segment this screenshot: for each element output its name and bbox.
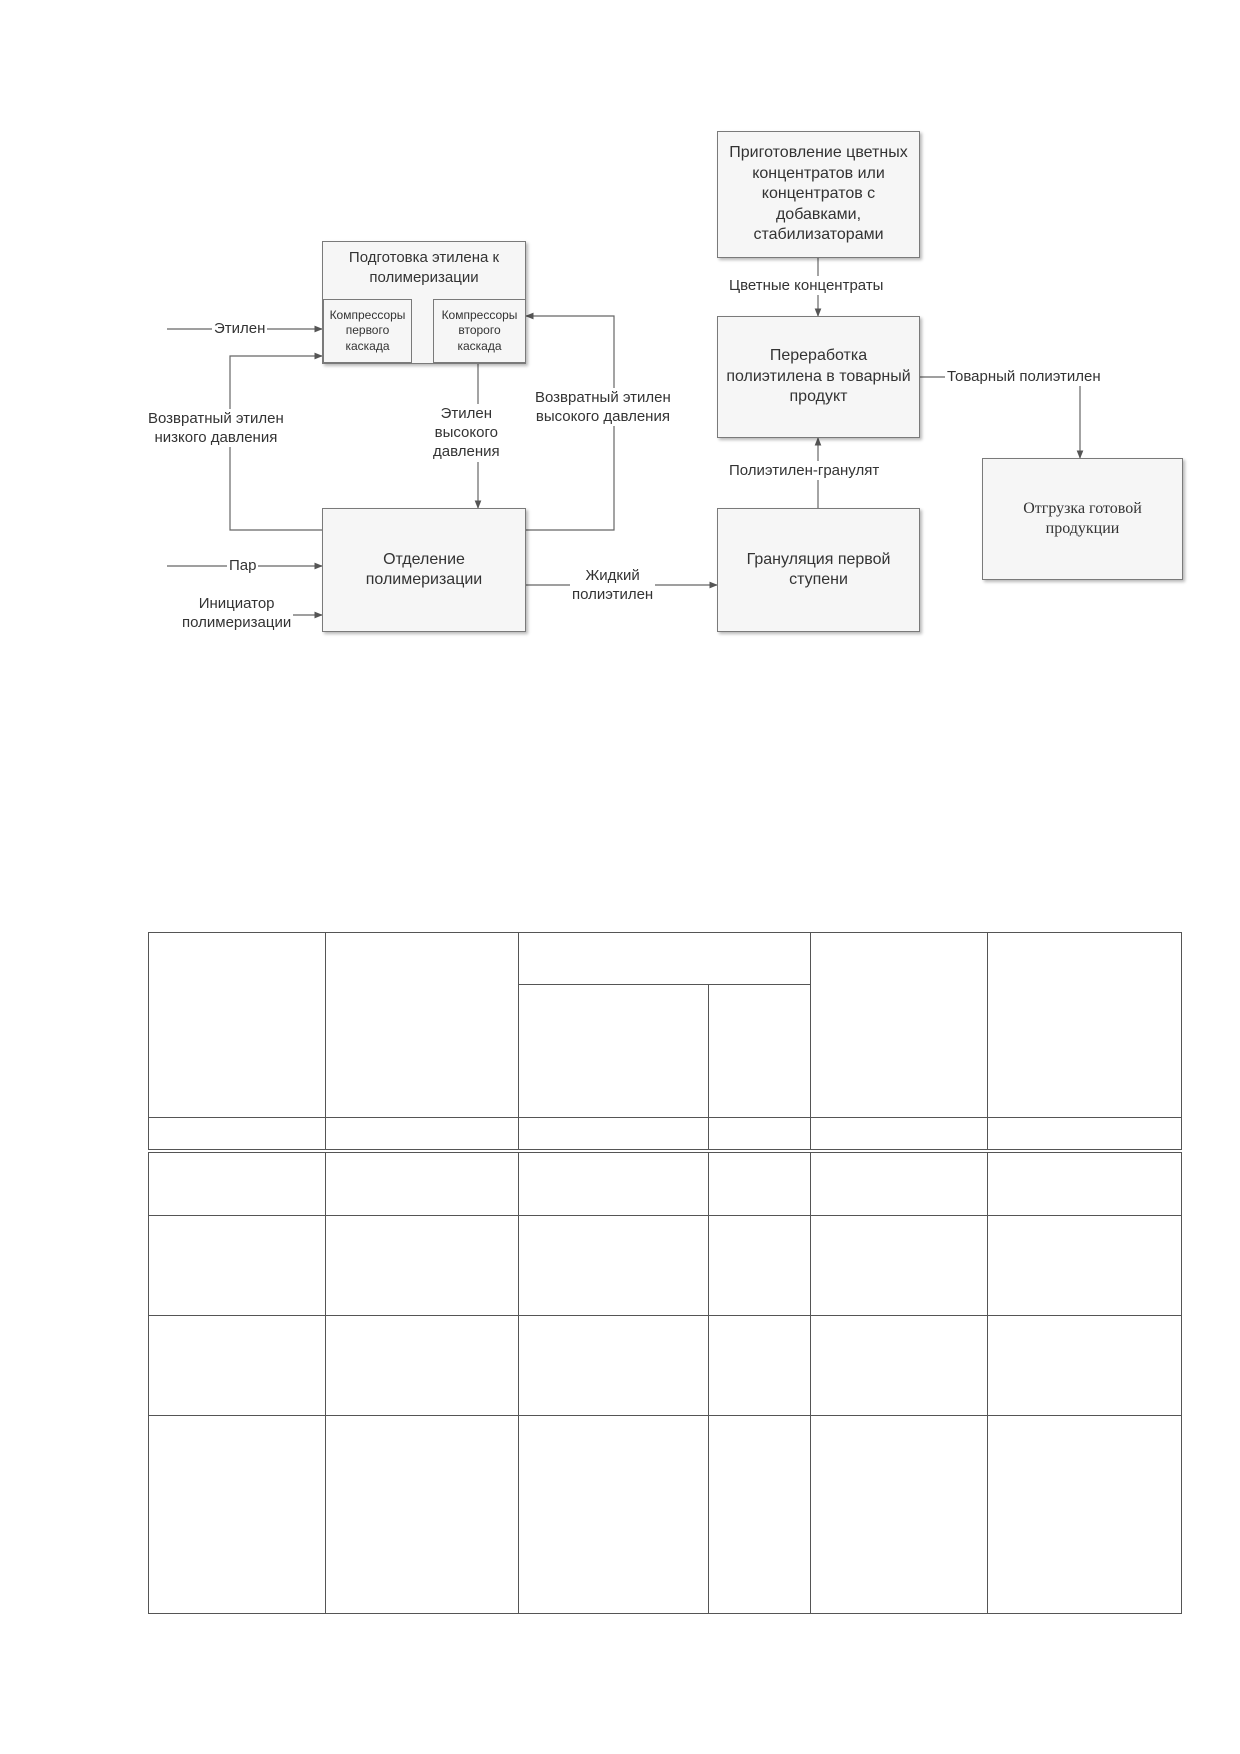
table-cell bbox=[325, 932, 519, 1118]
table-cell bbox=[987, 1117, 1182, 1153]
arrow-commercial-pe bbox=[920, 376, 1084, 459]
table-cell bbox=[518, 1117, 709, 1153]
table-row bbox=[148, 1150, 1182, 1216]
compressors-second-cascade-label: Компрессоры второго каскада bbox=[441, 307, 518, 353]
table-cell bbox=[325, 1315, 519, 1416]
granulation-box: Грануляция первой ступени bbox=[717, 508, 920, 632]
label-high-pressure-ethylene: Этилен высокого давления bbox=[431, 404, 502, 462]
table-cell bbox=[518, 1150, 709, 1216]
polymerization-unit-box: Отделение полимеризации bbox=[322, 508, 526, 632]
table-cell bbox=[987, 1215, 1182, 1316]
table-cell bbox=[148, 1215, 326, 1316]
table-cell bbox=[708, 1315, 811, 1416]
table-row bbox=[148, 1117, 1182, 1153]
table-cell bbox=[987, 1150, 1182, 1216]
label-color-concentrates: Цветные концентраты bbox=[727, 276, 886, 296]
table-cell bbox=[325, 1150, 519, 1216]
table-cell bbox=[810, 932, 988, 1118]
table-cell bbox=[810, 1215, 988, 1316]
table-row bbox=[148, 1215, 1182, 1316]
table-cell bbox=[148, 1315, 326, 1416]
table-row bbox=[148, 1315, 1182, 1416]
table-cell bbox=[987, 1415, 1182, 1614]
concentrates-preparation-label: Приготовление цветных концентратов или к… bbox=[729, 144, 908, 244]
shipping-label: Отгрузка готовой продукции bbox=[1023, 499, 1142, 537]
pe-processing-box: Переработка полиэтилена в товарный проду… bbox=[717, 316, 920, 438]
label-high-pressure-return: Возвратный этилен высокого давления bbox=[533, 388, 673, 427]
table-cell bbox=[987, 1315, 1182, 1416]
table-cell bbox=[518, 984, 709, 1118]
shipping-box: Отгрузка готовой продукции bbox=[982, 458, 1183, 580]
label-ethylene: Этилен bbox=[212, 319, 268, 339]
table-cell bbox=[708, 1215, 811, 1316]
table-cell bbox=[148, 932, 326, 1118]
table-header-row bbox=[148, 932, 1182, 1118]
empty-table bbox=[148, 932, 1182, 1614]
table-cell bbox=[708, 1415, 811, 1614]
table-cell bbox=[810, 1150, 988, 1216]
ethylene-preparation-title: Подготовка этилена к полимеризации bbox=[348, 249, 500, 286]
compressors-first-cascade-label: Компрессоры первого каскада bbox=[329, 307, 406, 353]
table-cell bbox=[810, 1415, 988, 1614]
label-steam: Пар bbox=[227, 556, 259, 576]
table-cell bbox=[325, 1215, 519, 1316]
table-cell bbox=[518, 1415, 709, 1614]
polymerization-unit-label: Отделение полимеризации bbox=[365, 550, 483, 588]
table-cell bbox=[708, 1117, 811, 1153]
concentrates-preparation-box: Приготовление цветных концентратов или к… bbox=[717, 131, 920, 258]
table-cell bbox=[148, 1415, 326, 1614]
label-low-pressure-return: Возвратный этилен низкого давления bbox=[146, 409, 286, 448]
label-initiator: Инициатор полимеризации bbox=[180, 594, 294, 633]
table-cell bbox=[518, 1215, 709, 1316]
table-cell bbox=[325, 1415, 519, 1614]
granulation-label: Грануляция первой ступени bbox=[746, 550, 891, 588]
table-cell bbox=[518, 932, 811, 985]
table-header-row bbox=[149, 984, 1182, 1118]
compressors-second-cascade-box: Компрессоры второго каскада bbox=[433, 299, 526, 363]
label-commercial-pe: Товарный полиэтилен bbox=[945, 367, 1103, 387]
table-cell bbox=[708, 1150, 811, 1216]
table-cell bbox=[810, 1117, 988, 1153]
table-cell bbox=[148, 1150, 326, 1216]
pe-processing-label: Переработка полиэтилена в товарный проду… bbox=[726, 347, 911, 406]
table-cell bbox=[708, 984, 811, 1118]
ethylene-preparation-box: Подготовка этилена к полимеризации Компр… bbox=[322, 241, 526, 364]
label-pe-granulate: Полиэтилен-гранулят bbox=[727, 461, 882, 481]
table-cell bbox=[810, 1315, 988, 1416]
table-cell bbox=[987, 932, 1182, 1118]
table-row bbox=[148, 1415, 1182, 1614]
table-cell bbox=[325, 1117, 519, 1153]
compressors-first-cascade-box: Компрессоры первого каскада bbox=[323, 299, 412, 363]
table-cell bbox=[518, 1315, 709, 1416]
table-cell bbox=[148, 1117, 326, 1153]
label-liquid-pe: Жидкий полиэтилен bbox=[570, 566, 656, 605]
